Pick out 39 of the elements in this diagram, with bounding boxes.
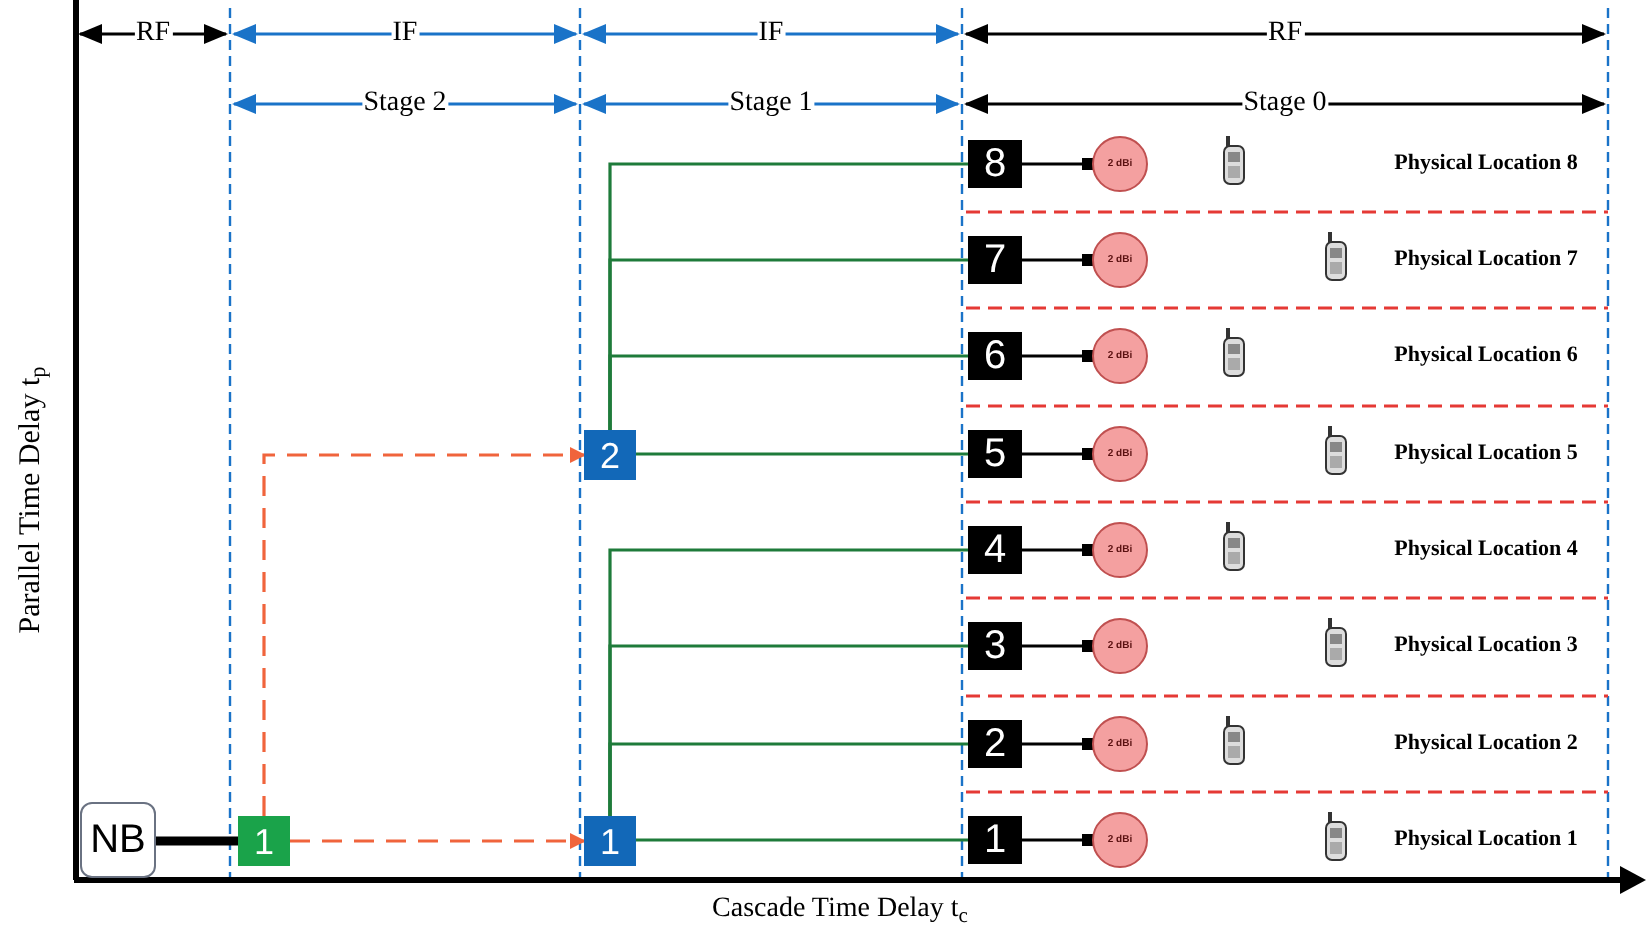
stage-zero-node: 5 — [968, 430, 1022, 478]
axis-label: Cascade Time Delay t$_{c}$ — [712, 896, 968, 924]
location-label: Physical Location 4 — [1392, 535, 1580, 565]
stage-one-node: 2 — [584, 430, 636, 480]
dimension-label: Stage 0 — [1241, 90, 1329, 118]
stage-zero-node: 7 — [968, 236, 1022, 284]
location-label: Physical Location 3 — [1392, 631, 1580, 661]
stage-zero-node: 1 — [968, 816, 1022, 864]
stage-two-node: 1 — [238, 816, 290, 866]
connector — [1022, 158, 1094, 170]
stage-zero-node: 8 — [968, 140, 1022, 188]
stage-one-node: 1 — [584, 816, 636, 866]
connector — [636, 838, 968, 842]
connector — [1022, 834, 1094, 846]
connector — [636, 452, 968, 456]
stage-zero-node: 4 — [968, 526, 1022, 574]
stage-zero-node: 3 — [968, 622, 1022, 670]
connector — [1022, 544, 1094, 556]
connector — [1022, 640, 1094, 652]
location-label: Physical Location 6 — [1392, 341, 1580, 371]
stage-zero-node: 6 — [968, 332, 1022, 380]
connector — [1022, 738, 1094, 750]
connector — [1022, 254, 1094, 266]
location-label: Physical Location 1 — [1392, 825, 1580, 855]
connector — [290, 833, 586, 849]
connector — [608, 354, 968, 430]
location-label: Physical Location 8 — [1392, 149, 1580, 179]
connector — [156, 836, 238, 846]
location-label: Physical Location 7 — [1392, 245, 1580, 275]
location-label: Physical Location 5 — [1392, 439, 1580, 469]
connector — [608, 742, 968, 816]
connector — [1022, 448, 1094, 460]
base-node-box: NB — [80, 802, 156, 878]
location-label: Physical Location 2 — [1392, 729, 1580, 759]
stage-zero-node: 2 — [968, 720, 1022, 768]
connector — [262, 447, 586, 816]
dimension-label: Stage 2 — [361, 90, 449, 118]
connector — [1022, 350, 1094, 362]
dimension-label: Stage 1 — [727, 90, 815, 118]
